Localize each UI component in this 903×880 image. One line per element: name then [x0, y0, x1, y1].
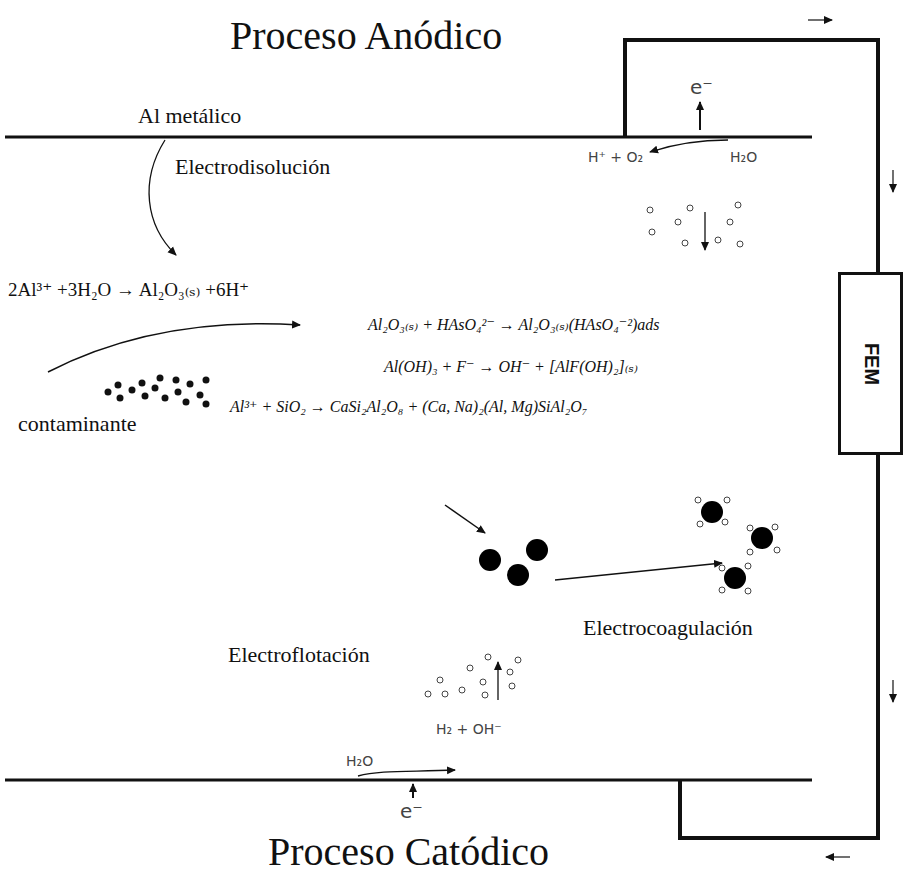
- reaction-equation: Al(OH)₃ + F⁻ → OH⁻ + [AlF(OH)₂]₍ₛ₎: [384, 358, 638, 376]
- contaminant-label: contaminante: [18, 412, 137, 436]
- power-source-box: FEM: [838, 272, 903, 455]
- section-title: Proceso Anódico: [230, 14, 502, 58]
- species-label: H₂O: [346, 754, 373, 769]
- process-label: Electrocoagulación: [583, 616, 753, 640]
- species-label: H₂O: [730, 150, 757, 165]
- reaction-equation: Al³⁺ + SiO₂ → CaSi₂Al₂O₈ + (Ca, Na)₂(Al,…: [230, 398, 587, 416]
- process-label: Electroflotación: [228, 643, 370, 667]
- power-source-label: FEM: [859, 342, 882, 384]
- reaction-equation: Al₂O₃₍ₛ₎ + HAsO₄²⁻ → Al₂O₃₍ₛ₎(HAsO₄⁻²)ad…: [368, 316, 660, 334]
- section-title: Proceso Catódico: [268, 830, 549, 874]
- species-label: H⁺ + O₂: [588, 150, 643, 165]
- species-label: H₂ + OH⁻: [436, 722, 502, 737]
- electron-label: e⁻: [690, 76, 713, 98]
- process-label: Electrodisolución: [175, 155, 330, 179]
- electrode-label: Al metálico: [138, 104, 241, 128]
- reaction-equation: 2Al³⁺ +3H₂O → Al₂O₃₍ₛ₎ +6H⁺: [8, 280, 249, 301]
- electron-label: e⁻: [400, 800, 423, 822]
